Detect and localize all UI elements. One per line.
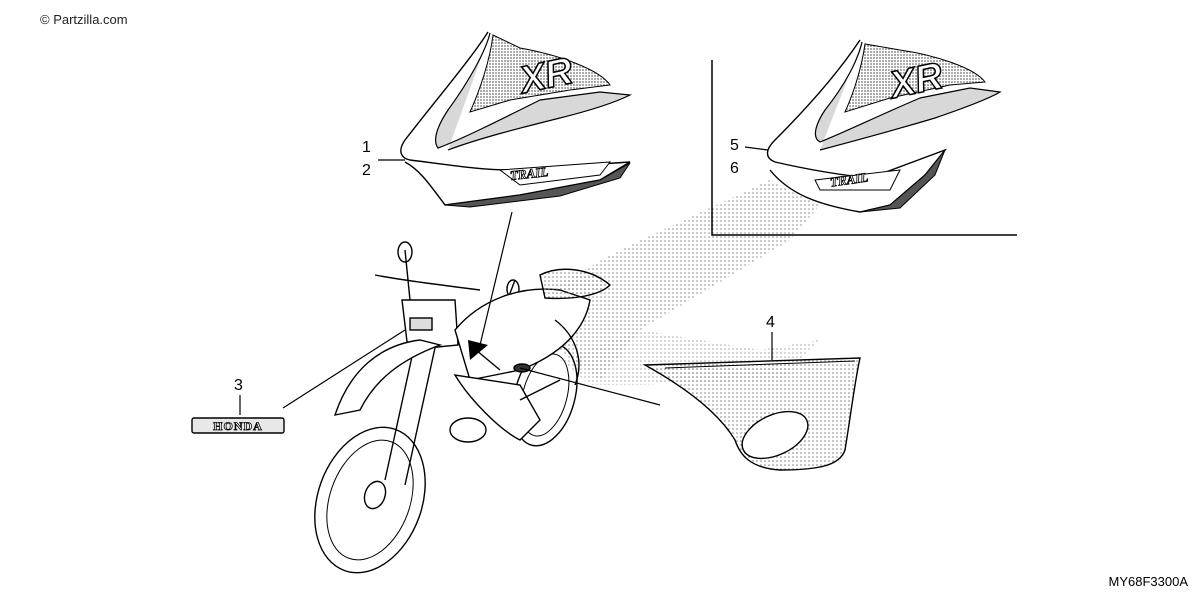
- motorcycle: [314, 241, 612, 574]
- callout-6: 6: [730, 160, 739, 177]
- honda-emblem: HONDA: [191, 417, 285, 434]
- honda-emblem-text: HONDA: [213, 419, 263, 433]
- inset-frame: [711, 60, 1017, 236]
- callout-3: 3: [234, 377, 243, 394]
- shroud-decal-left: [400, 31, 633, 208]
- callout-1: 1: [362, 139, 371, 156]
- leader-arrow: [468, 340, 488, 360]
- projection-shading: [530, 180, 820, 380]
- callout-4: 4: [766, 314, 775, 331]
- watermark: © Partzilla.com: [40, 12, 128, 27]
- callout-5: 5: [730, 137, 739, 154]
- callout-2: 2: [362, 162, 371, 179]
- side-cover-decal: [642, 357, 861, 471]
- leader-lines: [239, 146, 773, 415]
- shroud-decal-right: [766, 39, 1002, 213]
- diagram-code: MY68F3300A: [1108, 574, 1189, 589]
